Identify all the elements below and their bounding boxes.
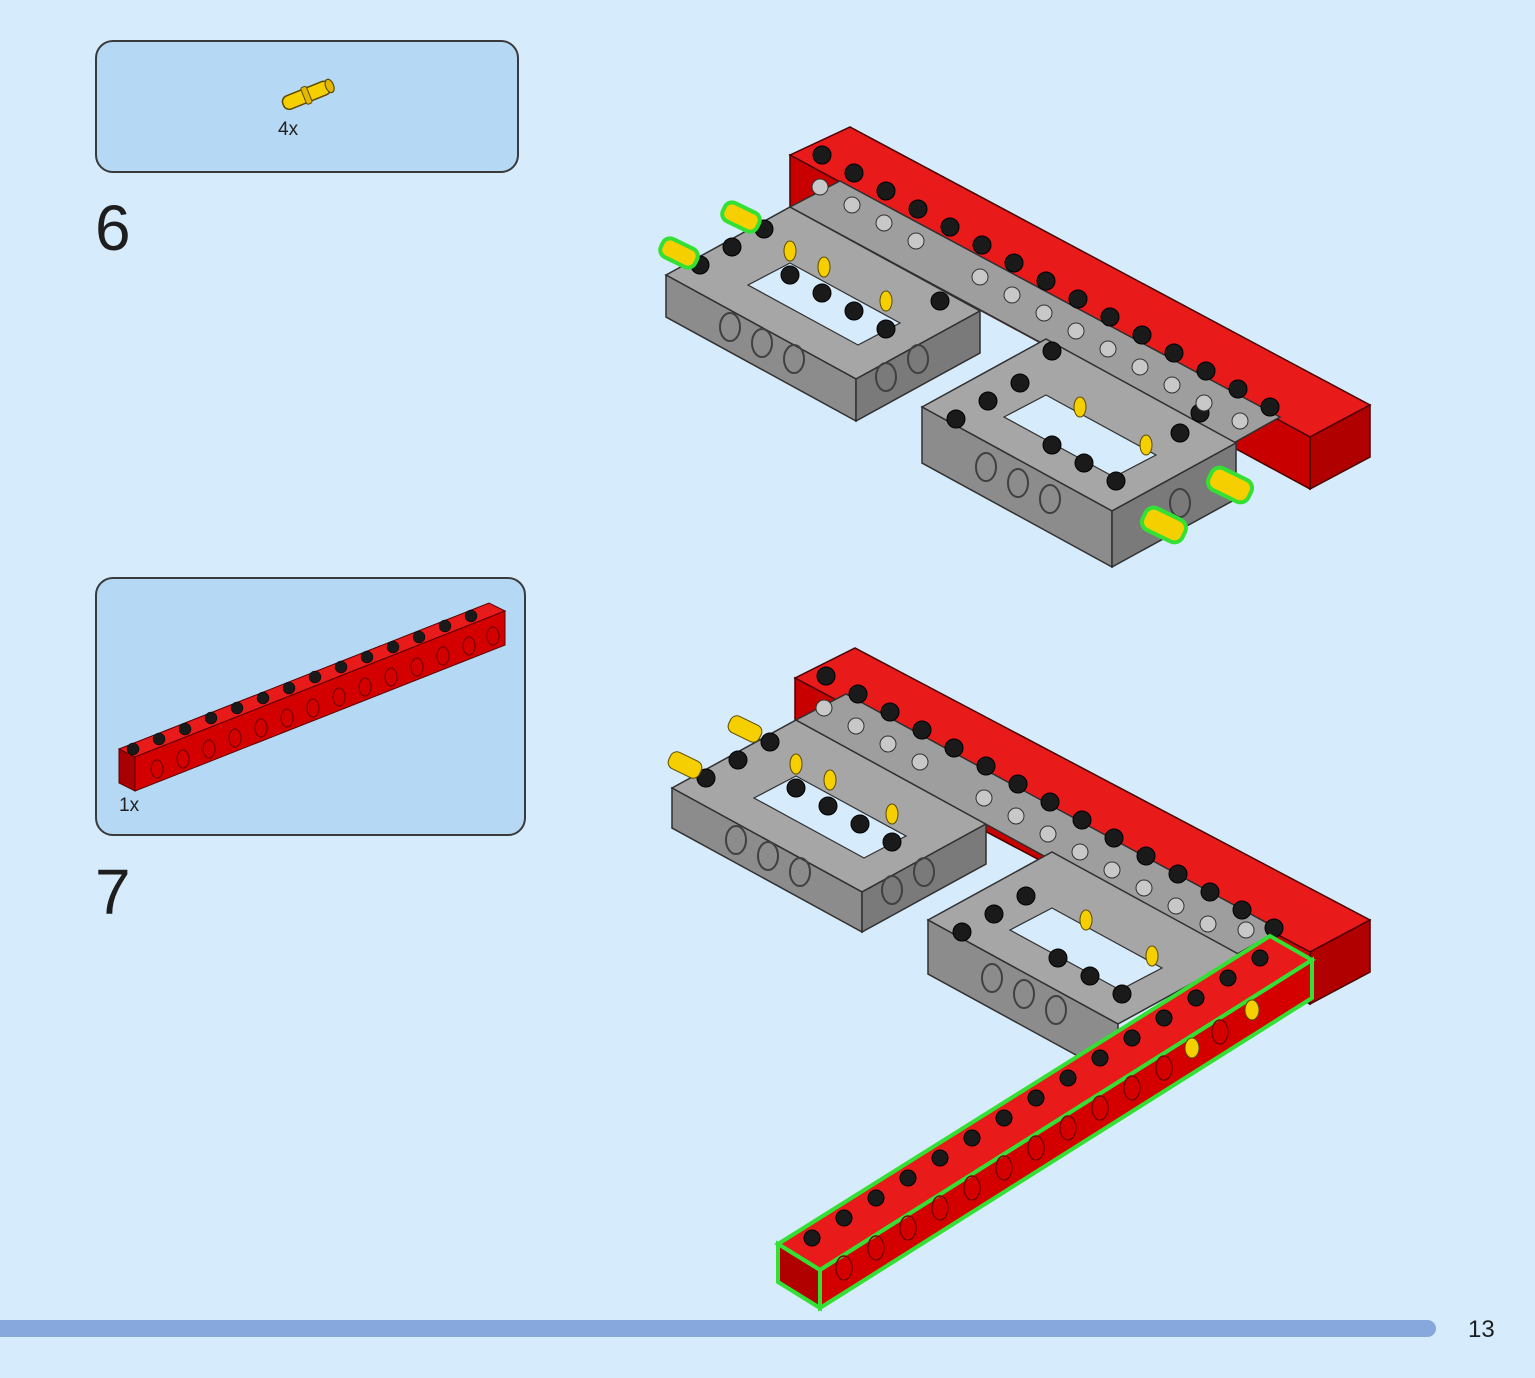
footer-progress-bar [0,1320,1436,1337]
connector-pin-icon [281,78,335,111]
part-quantity: 1x [119,795,140,816]
step-7-model-illustration [667,647,1372,1312]
page-number: 13 [1468,1316,1495,1343]
step-7-parts-callout: 1x [95,577,526,836]
step-number: 7 [95,856,131,928]
part-quantity: 4x [278,119,299,140]
technic-beam-icon [117,602,507,792]
step-number: 6 [95,192,131,264]
step-6-model-illustration [658,126,1372,569]
new-red-beam [774,933,1316,1312]
step-6-parts-callout: 4x [95,40,519,173]
